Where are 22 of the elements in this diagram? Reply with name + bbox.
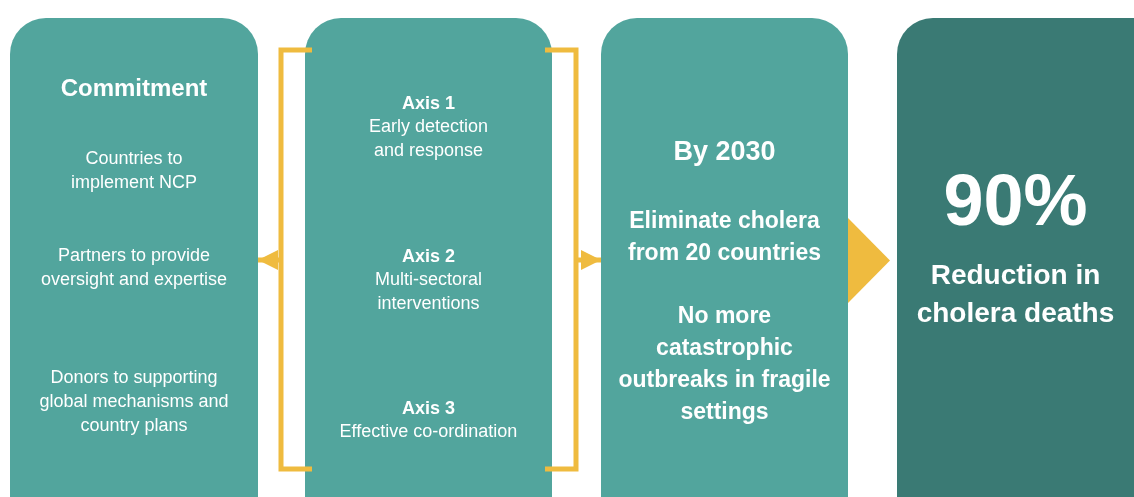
card bbox=[305, 18, 552, 497]
commitment-text: Countries to implement NCP bbox=[69, 147, 198, 194]
axis-heading: Axis 1 bbox=[400, 92, 456, 115]
bracket-arrow bbox=[255, 47, 315, 472]
axis-heading: Axis 3 bbox=[400, 397, 456, 420]
goal-text: No more catastrophic outbreaks in fragile settings bbox=[617, 301, 832, 426]
goal-text: Eliminate cholera from 20 countries bbox=[627, 206, 822, 267]
bracket-arrow bbox=[542, 47, 604, 472]
card bbox=[897, 18, 1134, 497]
commitment-text: Partners to provide oversight and expertise bbox=[39, 244, 229, 291]
percentage-value: 90% bbox=[942, 159, 1089, 242]
card bbox=[601, 18, 848, 497]
chevron-arrow bbox=[848, 218, 890, 303]
axis-text: Early detection and response bbox=[367, 115, 490, 162]
axis-text: Multi-sectoral interventions bbox=[374, 268, 483, 315]
goal-text: Reduction in cholera deaths bbox=[915, 258, 1116, 330]
axis-heading: Axis 2 bbox=[400, 245, 456, 268]
axis-text: Effective co-ordination bbox=[338, 420, 519, 443]
card bbox=[10, 18, 258, 497]
commitment-text: Donors to supporting global mechanisms and country plans bbox=[39, 366, 229, 437]
heading: Commitment bbox=[59, 73, 209, 103]
heading: By 2030 bbox=[672, 135, 777, 168]
